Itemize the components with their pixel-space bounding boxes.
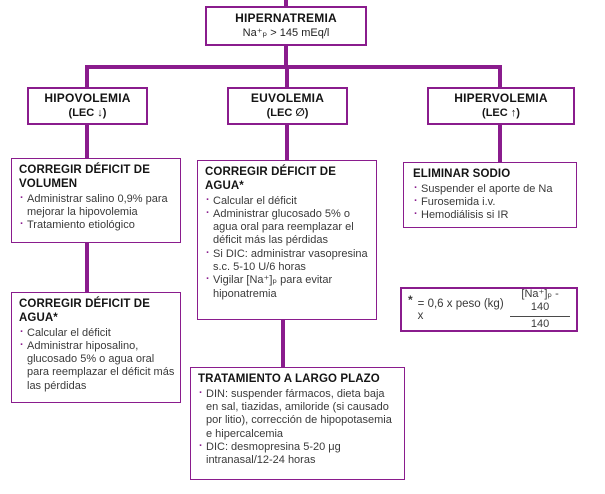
formula-prefix: = 0,6 x peso (kg) x [417, 297, 504, 322]
box-heading: ELIMINAR SODIO [413, 168, 511, 180]
bullet-list: Calcular el déficit Administrar glucosad… [205, 194, 371, 301]
connector-drop-hipovolemia [85, 68, 89, 87]
branch-box-euvolemia: EUVOLEMIA (LEC ∅) [227, 87, 348, 125]
branch-box-hipovolemia: HIPOVOLEMIA (LEC ↓) [27, 87, 148, 125]
bullet-item: Si DIC: administrar vasopresina s.c. 5-1… [205, 247, 371, 275]
connector-hipovolemia-volumen [85, 124, 89, 158]
box-heading: CORREGIR DÉFICIT DE AGUA* [205, 166, 336, 192]
connector-euvolemia-agua [285, 124, 289, 160]
bullet-list: Administrar salino 0,9% para mejorar la … [19, 192, 175, 233]
bullet-item: Suspender el aporte de Na [413, 182, 571, 196]
connector-root-stub-top [284, 0, 288, 6]
bullet-item: Vigilar [Na⁺]ₚ para evitar hiponatremia [205, 273, 371, 301]
bullet-item: Calcular el déficit [205, 194, 371, 208]
bullet-item: Furosemida i.v. [413, 195, 571, 209]
connector-root-down [284, 45, 288, 67]
connector-drop-euvolemia [285, 68, 289, 87]
bullet-item: Administrar salino 0,9% para mejorar la … [19, 192, 175, 220]
bullet-item: Hemodiálisis si IR [413, 208, 571, 222]
formula-fraction: [Na⁺]ₚ - 140 140 [510, 288, 570, 331]
formula-numerator: [Na⁺]ₚ - 140 [510, 288, 570, 317]
connector-horizontal-bar [85, 65, 502, 69]
root-subtitle: Na⁺ₚ > 145 mEq/l [242, 26, 330, 39]
connector-agua-largo-plazo [281, 319, 285, 367]
bullet-item: Administrar glucosado 5% o agua oral par… [205, 207, 371, 248]
bullet-item: Tratamiento etiológico [19, 218, 175, 232]
branch-title-euvolemia: EUVOLEMIA [250, 91, 325, 106]
bullet-item: Calcular el déficit [19, 326, 175, 340]
box-eliminar-sodio: ELIMINAR SODIO Suspender el aporte de Na… [403, 162, 577, 228]
formula-denominator: 140 [530, 317, 550, 330]
bullet-item: DIC: desmopresina 5-20 μg intranasal/12-… [198, 440, 399, 468]
root-box-hipernatremia: HIPERNATREMIA Na⁺ₚ > 145 mEq/l [205, 6, 367, 46]
box-corregir-deficit-agua-eu: CORREGIR DÉFICIT DE AGUA* Calcular el dé… [197, 160, 377, 320]
branch-subtitle-hipovolemia: (LEC ↓) [68, 106, 107, 119]
bullet-list: Suspender el aporte de Na Furosemida i.v… [413, 182, 571, 223]
root-title: HIPERNATREMIA [235, 11, 337, 26]
branch-title-hipervolemia: HIPERVOLEMIA [454, 91, 548, 106]
connector-drop-hipervolemia [498, 68, 502, 87]
branch-box-hipervolemia: HIPERVOLEMIA (LEC ↑) [427, 87, 575, 125]
formula-asterisk: * [408, 293, 413, 307]
box-tratamiento-largo-plazo: TRATAMIENTO A LARGO PLAZO DIN: suspender… [190, 367, 405, 480]
connector-volumen-agua [85, 242, 89, 292]
box-heading: TRATAMIENTO A LARGO PLAZO [198, 373, 380, 385]
branch-subtitle-hipervolemia: (LEC ↑) [482, 106, 520, 119]
bullet-list: Calcular el déficit Administrar hiposali… [19, 326, 175, 393]
box-heading: CORREGIR DÉFICIT DE AGUA* [19, 298, 150, 324]
box-corregir-deficit-agua-hipo: CORREGIR DÉFICIT DE AGUA* Calcular el dé… [11, 292, 181, 403]
box-formula-deficit-agua: * = 0,6 x peso (kg) x [Na⁺]ₚ - 140 140 [400, 287, 578, 332]
branch-subtitle-euvolemia: (LEC ∅) [266, 106, 309, 119]
box-heading: CORREGIR DÉFICIT DE VOLUMEN [19, 164, 150, 190]
box-corregir-deficit-volumen: CORREGIR DÉFICIT DE VOLUMEN Administrar … [11, 158, 181, 243]
branch-title-hipovolemia: HIPOVOLEMIA [44, 91, 131, 106]
bullet-list: DIN: suspender fármacos, dieta baja en s… [198, 387, 399, 468]
bullet-item: Administrar hiposalino, glucosado 5% o a… [19, 339, 175, 393]
connector-hipervolemia-sodio [498, 124, 502, 162]
bullet-item: DIN: suspender fármacos, dieta baja en s… [198, 387, 399, 441]
